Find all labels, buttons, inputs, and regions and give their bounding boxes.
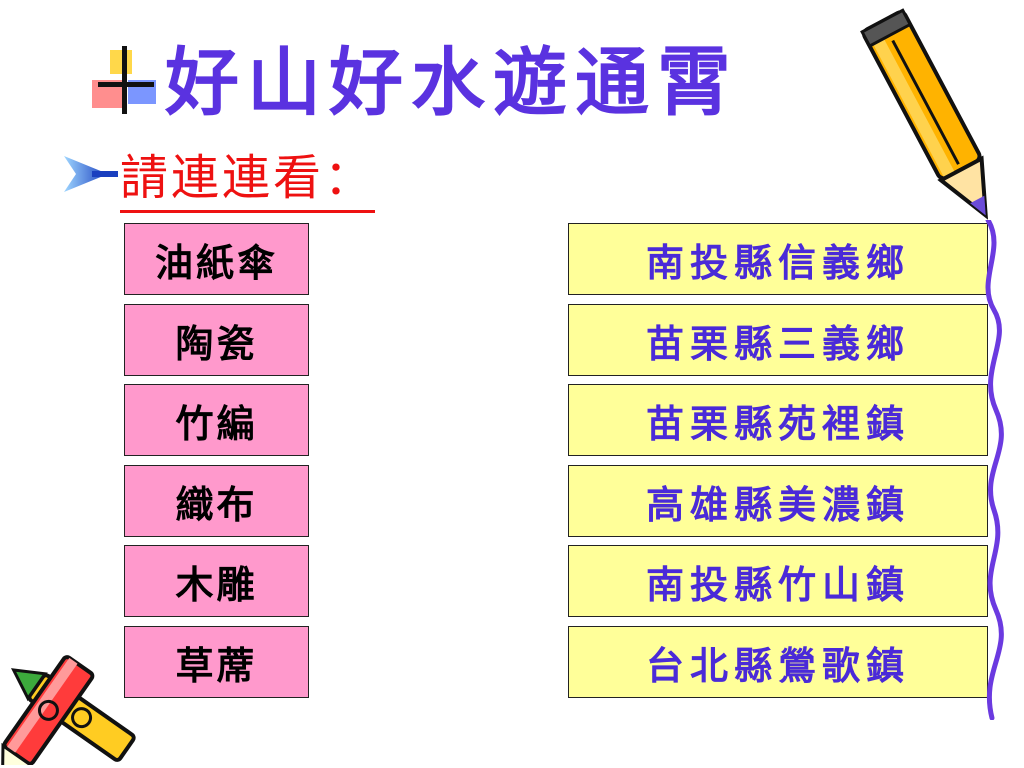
craft-item[interactable]: 木雕 (124, 545, 309, 617)
subtitle: 請連連看： (120, 148, 376, 213)
craft-item[interactable]: 陶瓷 (124, 304, 309, 376)
craft-item[interactable]: 竹編 (124, 384, 309, 456)
place-item[interactable]: 苗栗縣苑裡鎮 (568, 384, 988, 456)
page-title: 好山好水遊通霄 (165, 40, 739, 126)
crayons-icon (1, 655, 136, 765)
squiggle-line-icon (985, 220, 1004, 720)
place-item[interactable]: 南投縣竹山鎮 (568, 545, 988, 617)
cross-bullet-icon (92, 46, 156, 114)
place-item[interactable]: 苗栗縣三義鄉 (568, 304, 988, 376)
place-item[interactable]: 高雄縣美濃鎮 (568, 465, 988, 537)
arrow-bullet-icon (64, 156, 118, 192)
craft-item[interactable]: 織布 (124, 465, 309, 537)
place-item[interactable]: 南投縣信義鄉 (568, 223, 988, 295)
craft-item[interactable]: 草蓆 (124, 626, 309, 698)
place-item[interactable]: 台北縣鶯歌鎮 (568, 626, 988, 698)
pencil-icon (860, 8, 989, 220)
craft-item[interactable]: 油紙傘 (124, 223, 309, 295)
